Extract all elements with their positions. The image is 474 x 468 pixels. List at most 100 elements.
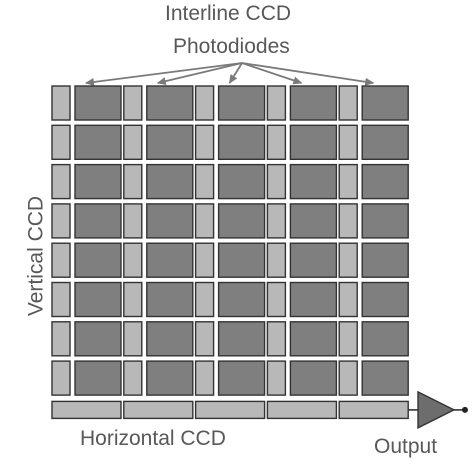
vertical-ccd-cell (123, 321, 143, 357)
vertical-ccd-cell (51, 360, 71, 396)
photodiode-pointer-arrows (85, 62, 375, 86)
vertical-ccd-cell (51, 242, 71, 278)
vertical-ccd-cell (194, 124, 215, 161)
photodiode-cell (74, 321, 122, 357)
vertical-ccd-cell (266, 85, 287, 121)
horizontal-ccd-segment (123, 400, 194, 420)
vertical-ccd-cell (338, 321, 358, 357)
horizontal-ccd-segment (194, 400, 266, 420)
photodiode-cell (217, 124, 266, 161)
photodiode-cell (361, 85, 409, 121)
photodiode-cell (289, 203, 338, 239)
pixel-array (51, 85, 409, 396)
vertical-ccd-cell (194, 281, 215, 318)
vertical-ccd-cell (194, 360, 215, 396)
vertical-ccd-cell (123, 124, 143, 161)
photodiode-cell (74, 85, 122, 121)
photodiode-cell (217, 321, 266, 357)
vertical-ccd-cell (123, 360, 143, 396)
photodiode-cell (146, 281, 194, 318)
vertical-ccd-cell (123, 203, 143, 239)
vertical-ccd-cell (338, 281, 358, 318)
photodiode-cell (146, 124, 194, 161)
photodiode-arrow (241, 62, 375, 86)
vertical-ccd-cell (51, 321, 71, 357)
horizontal-ccd-register (51, 400, 409, 420)
photodiode-cell (289, 321, 338, 357)
vertical-ccd-cell (51, 85, 71, 121)
vertical-ccd-cell (338, 203, 358, 239)
vertical-ccd-cell (194, 321, 215, 357)
vertical-ccd-cell (51, 124, 71, 161)
output-label: Output (374, 435, 438, 458)
photodiode-arrow (156, 62, 243, 86)
photodiode-cell (361, 242, 409, 278)
vertical-ccd-cell (338, 360, 358, 396)
amplifier-triangle (417, 390, 456, 430)
photodiode-cell (74, 281, 122, 318)
photodiode-cell (74, 163, 122, 200)
photodiode-cell (217, 360, 266, 396)
vertical-ccd-cell (194, 203, 215, 239)
vertical-ccd-cell (194, 163, 215, 200)
photodiode-cell (289, 281, 338, 318)
vertical-ccd-label: Vertical CCD (24, 195, 48, 317)
photodiode-cell (289, 124, 338, 161)
photodiode-cell (217, 242, 266, 278)
photodiode-cell (361, 321, 409, 357)
horizontal-ccd-segment (266, 400, 338, 420)
horizontal-ccd-label: Horizontal CCD (80, 427, 226, 450)
photodiode-cell (361, 124, 409, 161)
photodiode-cell (289, 163, 338, 200)
photodiode-cell (289, 85, 338, 121)
photodiode-cell (217, 203, 266, 239)
photodiode-cell (361, 360, 409, 396)
vertical-ccd-cell (266, 163, 287, 200)
vertical-ccd-cell (338, 242, 358, 278)
photodiode-cell (361, 163, 409, 200)
vertical-ccd-cell (338, 124, 358, 161)
vertical-ccd-cell (51, 163, 71, 200)
photodiode-cell (146, 85, 194, 121)
vertical-ccd-cell (266, 242, 287, 278)
vertical-ccd-cell (266, 203, 287, 239)
horizontal-ccd-segment (51, 400, 122, 420)
horizontal-ccd-segment (338, 400, 409, 420)
vertical-ccd-cell (338, 163, 358, 200)
photodiode-cell (217, 85, 266, 121)
photodiode-arrow (228, 62, 243, 84)
photodiode-cell (146, 360, 194, 396)
vertical-ccd-cell (123, 242, 143, 278)
title-interline-ccd: Interline CCD (165, 2, 292, 25)
photodiode-cell (74, 360, 122, 396)
photodiode-cell (146, 242, 194, 278)
photodiode-cell (146, 163, 194, 200)
photodiode-cell (146, 203, 194, 239)
vertical-ccd-cell (123, 163, 143, 200)
vertical-ccd-cell (338, 85, 358, 121)
photodiode-arrow (85, 62, 243, 86)
photodiode-cell (289, 360, 338, 396)
output-terminal (462, 406, 468, 413)
photodiode-cell (146, 321, 194, 357)
vertical-ccd-cell (51, 281, 71, 318)
photodiode-cell (361, 203, 409, 239)
photodiode-cell (217, 163, 266, 200)
title-photodiodes: Photodiodes (173, 35, 290, 58)
vertical-ccd-cell (51, 203, 71, 239)
vertical-ccd-cell (194, 242, 215, 278)
vertical-ccd-cell (266, 124, 287, 161)
output-amplifier (408, 390, 468, 430)
vertical-ccd-cell (123, 85, 143, 121)
photodiode-cell (289, 242, 338, 278)
photodiode-cell (361, 281, 409, 318)
photodiode-cell (74, 242, 122, 278)
vertical-ccd-cell (266, 281, 287, 318)
vertical-ccd-cell (266, 321, 287, 357)
photodiode-cell (74, 203, 122, 239)
vertical-ccd-cell (123, 281, 143, 318)
vertical-ccd-cell (266, 360, 287, 396)
photodiode-arrow (241, 62, 303, 85)
